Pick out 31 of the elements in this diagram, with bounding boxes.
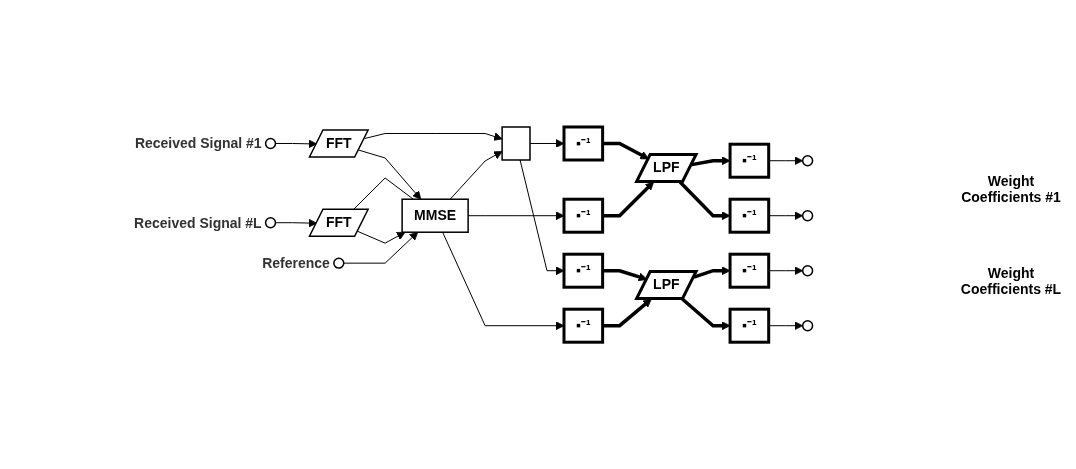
output-label: Weight Coefficients #L [959,264,1063,297]
arrow [602,268,647,282]
arrow [358,149,421,200]
node-circle [264,216,276,229]
port-label: Received Signal #L [133,214,262,231]
node-box: ▪⁻¹ [562,252,604,289]
node-box: ▪⁻¹ [728,197,770,234]
node-box: ▪⁻¹ [562,307,604,344]
node-circle [264,137,276,150]
arrow [357,230,406,244]
node-circle [801,209,813,222]
node-circle [332,257,345,269]
node-box: ▪⁻¹ [728,307,770,344]
node-circle [801,264,813,277]
arrow [602,298,652,328]
node-box: ▪⁻¹ [728,252,770,289]
arrow [274,218,317,228]
output-label: Weight Coefficients #1 [960,172,1062,205]
node-box [501,126,531,161]
node-box: ▪⁻¹ [728,142,770,179]
arrow [602,141,649,160]
node-circle [801,319,813,332]
node-box: MMSE [401,198,469,233]
port-label: Reference [261,255,330,272]
arrow [274,139,317,149]
node-circle [801,154,813,167]
port-label: Received Signal #1 [134,135,262,152]
arrow [602,181,654,218]
node-box: ▪⁻¹ [562,125,604,162]
node-box: ▪⁻¹ [562,197,604,234]
arrow [342,231,418,264]
